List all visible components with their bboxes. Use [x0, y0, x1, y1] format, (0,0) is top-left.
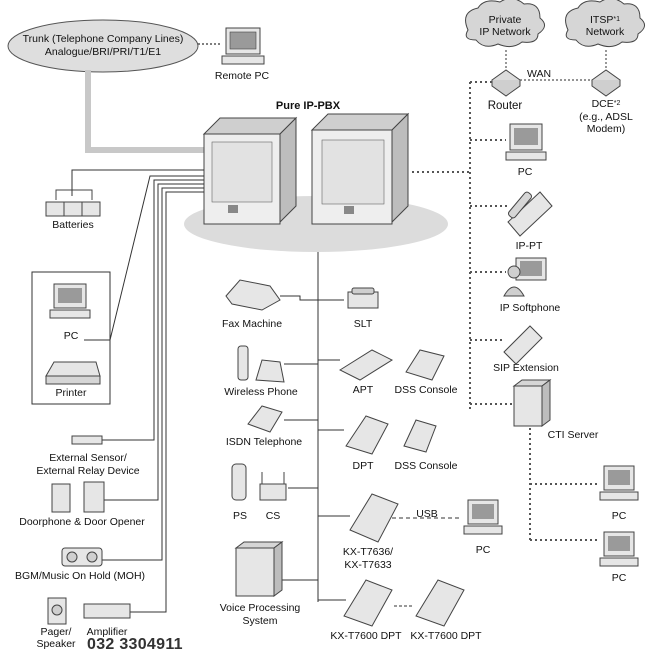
cti-pc-dotted-lines	[529, 428, 600, 541]
pc-cti-2-label: PC	[611, 572, 627, 584]
dss-console-1-icon	[405, 349, 445, 381]
isdn-label: ISDN Telephone	[225, 436, 303, 448]
dce-text: DCE	[591, 98, 614, 110]
cs-icon	[259, 472, 287, 501]
slt-label: SLT	[353, 318, 373, 330]
trunk-connection-line	[85, 70, 208, 153]
private-ip-label-1: Private	[488, 14, 522, 26]
bgm-label: BGM/Music On Hold (MOH)	[14, 570, 146, 582]
isdn-telephone-icon	[247, 405, 283, 433]
center-connection-lines	[278, 252, 350, 602]
kx-t7600-b-icon	[415, 579, 465, 627]
dss1-label: DSS Console	[394, 384, 458, 396]
ext-sensor-label-2: External Relay Device	[36, 465, 140, 477]
apt-icon	[338, 349, 394, 381]
trunk-ellipse	[7, 19, 199, 73]
printer-label: Printer	[55, 387, 87, 399]
amplifier-icon	[83, 603, 131, 619]
pc-usb-label: PC	[475, 544, 491, 556]
kx-t7636-icon	[349, 493, 399, 543]
ip-pt-icon	[507, 191, 553, 237]
pc-left-label: PC	[63, 330, 79, 342]
pc-cti-1-label: PC	[611, 510, 627, 522]
pager-label-1: Pager/	[40, 626, 72, 638]
wireless-phone-icon	[237, 345, 285, 383]
dce-label: DCE*2	[576, 98, 636, 110]
dss-console-2-icon	[403, 419, 437, 453]
sip-extension-icon	[503, 325, 543, 365]
pc-network-icon	[505, 123, 547, 161]
vps-label-1: Voice Processing	[219, 602, 301, 614]
pbx-title: Pure IP-PBX	[275, 100, 341, 112]
pc-cti-1-icon	[599, 465, 639, 501]
itsp-label: ITSP*1	[572, 14, 638, 26]
ip-pt-label: IP-PT	[515, 240, 543, 252]
dce-icon	[591, 69, 621, 97]
vps-label-2: System	[242, 615, 278, 627]
doorphone-label: Doorphone & Door Opener	[19, 516, 145, 528]
pbx-unit-2-icon	[310, 112, 410, 225]
dpt-label: DPT	[352, 460, 374, 472]
kx-t7600-a-icon	[343, 579, 393, 627]
ip-backbone-dotted-line	[469, 81, 492, 410]
ip-softphone-label: IP Softphone	[499, 302, 561, 314]
sip-extension-label: SIP Extension	[493, 362, 559, 374]
ip-softphone-icon	[503, 257, 547, 297]
fax-machine-icon	[225, 279, 281, 311]
cti-server-label: CTI Server	[547, 429, 599, 441]
printer-icon	[45, 361, 101, 385]
batteries-icon	[45, 189, 101, 217]
pager-label-2: Speaker	[36, 638, 76, 650]
wireless-label: Wireless Phone	[224, 386, 298, 398]
router-label: Router	[487, 100, 523, 112]
itsp-superscript: *1	[613, 16, 620, 23]
kx-t7636-label-2: KX-T7633	[344, 559, 392, 571]
itsp-network-label: Network	[585, 26, 625, 38]
private-ip-network-cloud	[465, 0, 545, 48]
itsp-text: ITSP	[590, 14, 614, 26]
watermark-phone-number: 032 3304911	[87, 636, 183, 653]
dce-eg-label: (e.g., ADSL	[579, 111, 633, 123]
itsp-network-cloud	[565, 0, 645, 48]
pbx-unit-1-icon	[202, 116, 298, 225]
ps-icon	[231, 463, 247, 501]
dpt-icon	[345, 415, 389, 455]
left-connection-lines	[71, 169, 204, 613]
usb-label: USB	[416, 508, 438, 520]
cti-server-icon	[512, 379, 552, 427]
kx-t7600-a-label: KX-T7600 DPT	[330, 630, 402, 642]
pc-printer-box	[31, 271, 111, 405]
pc-left-icon	[49, 283, 91, 319]
slt-icon	[347, 287, 379, 309]
external-sensor-icon	[71, 435, 103, 445]
dce-modem-label: Modem)	[586, 123, 626, 135]
pc-network-label: PC	[517, 166, 533, 178]
amplifier-label: Amplifier	[86, 626, 128, 638]
trunk-label-line2: Analogue/BRI/PRI/T1/E1	[44, 46, 162, 58]
apt-label: APT	[352, 384, 374, 396]
private-ip-label-2: IP Network	[479, 26, 531, 38]
wan-label: WAN	[526, 68, 552, 80]
trunk-label-line1: Trunk (Telephone Company Lines)	[22, 33, 184, 45]
batteries-label: Batteries	[52, 219, 94, 231]
voice-processing-system-icon	[234, 541, 284, 597]
router-icon	[491, 69, 521, 97]
cs-label: CS	[265, 510, 281, 522]
pc-usb-icon	[463, 499, 503, 535]
dce-superscript: *2	[613, 100, 621, 107]
dss2-label: DSS Console	[394, 460, 458, 472]
pager-speaker-icon	[47, 597, 67, 625]
ext-sensor-label-1: External Sensor/	[49, 452, 127, 464]
ps-label: PS	[232, 510, 247, 522]
doorphone-icon	[51, 481, 105, 513]
pc-cti-2-icon	[599, 531, 639, 567]
kx-t7600-b-label: KX-T7600 DPT	[410, 630, 482, 642]
fax-label: Fax Machine	[221, 318, 283, 330]
remote-pc-icon	[221, 27, 265, 65]
remote-pc-label: Remote PC	[214, 70, 270, 82]
bgm-radio-icon	[61, 547, 103, 567]
kx-t7636-label-1: KX-T7636/	[342, 546, 394, 558]
